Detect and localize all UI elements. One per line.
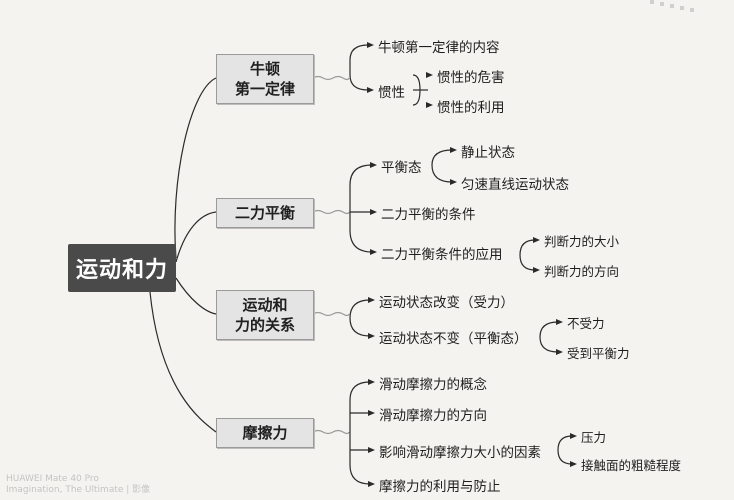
root-link-1 [174,77,217,259]
wave-1 [312,75,350,81]
leaf-uniform-motion-state: 匀速直线运动状态 [461,177,569,193]
root-title: 运动和力 [75,258,168,283]
bracket-2b [519,239,536,271]
bracket-3a [539,321,559,353]
branch-newton-first-law: 牛顿 第一定律 [216,54,314,104]
leaf-sliding-friction-direction: 滑动摩擦力的方向 [379,408,487,424]
bracket-3 [349,299,371,337]
branch-two-force-balance: 二力平衡 [216,198,314,228]
bracket-2 [349,164,373,253]
branch-label-line2: 第一定律 [234,80,295,98]
camera-watermark: HUAWEI Mate 40 Pro Imagination, The Ulti… [6,474,150,496]
branch-label-line1: 运动和 [242,296,288,314]
branch-motion-and-force: 运动和 力的关系 [216,290,314,340]
leaf-balance-conditions: 二力平衡的条件 [381,207,476,223]
wave-3 [312,311,350,317]
leaf-surface-roughness: 接触面的粗糙程度 [581,458,682,473]
wave-2 [312,209,350,215]
wave-4 [312,429,350,435]
leaf-judge-force-magnitude: 判断力的大小 [544,234,620,249]
leaf-inertia-use: 惯性的利用 [437,100,505,116]
leaf-motion-state-changed: 运动状态改变（受力） [379,295,514,311]
branch-label-line1: 摩擦力 [242,424,288,442]
leaf-judge-force-direction: 判断力的方向 [544,264,620,279]
leaf-balance-application: 二力平衡条件的应用 [381,247,503,263]
bracket-1 [349,44,369,91]
leaf-no-force: 不受力 [567,316,605,331]
bracket-2a [431,149,453,183]
leaf-balanced-forces: 受到平衡力 [567,346,630,361]
leaf-rest-state: 静止状态 [461,145,515,161]
bracket-4a [557,435,573,465]
root-link-4 [149,291,217,433]
watermark-line2: Imagination, The Ultimate | 影像 [6,485,151,495]
root-link-2 [175,211,217,263]
leaf-inertia: 惯性 [378,85,405,101]
leaf-friction-factors: 影响滑动摩擦力大小的因素 [379,445,541,461]
branch-label-line1: 牛顿 [249,60,280,78]
leaf-inertia-harm: 惯性的危害 [437,70,505,86]
root-node: 运动和力 [68,244,176,292]
leaf-first-law-content: 牛顿第一定律的内容 [378,40,500,56]
watermark-line1: HUAWEI Mate 40 Pro [6,474,99,484]
branch-label-line1: 二力平衡 [234,204,295,222]
leaf-sliding-friction-concept: 滑动摩擦力的概念 [379,377,487,393]
bracket-4 [349,381,371,485]
leaf-friction-use-prevention: 摩擦力的利用与防止 [379,479,501,495]
leaf-pressure: 压力 [581,430,607,445]
branch-label-line2: 力的关系 [234,316,295,334]
leaf-equilibrium-state: 平衡态 [381,160,422,176]
leaf-motion-state-unchanged: 运动状态不变（平衡态） [379,331,528,347]
branch-friction: 摩擦力 [216,418,314,448]
root-link-3 [175,277,217,315]
